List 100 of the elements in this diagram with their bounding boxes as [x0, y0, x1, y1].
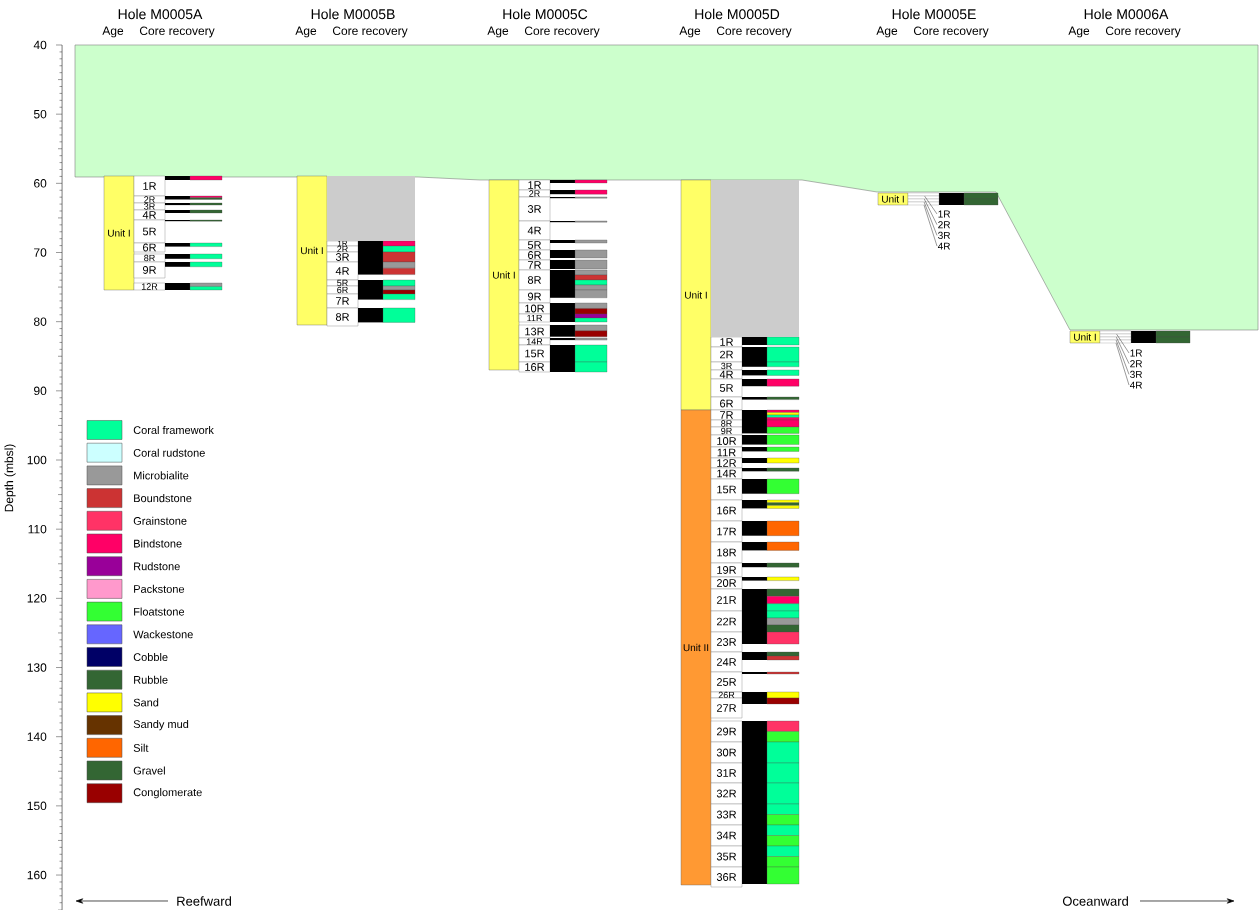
core-box — [1099, 333, 1132, 338]
column-heading: Core recovery — [913, 26, 989, 38]
legend-label: Floatstone — [134, 607, 185, 616]
core-box: 2R — [710, 346, 743, 363]
core-box: 5R — [710, 378, 743, 398]
core-box: 10R — [518, 302, 551, 315]
legend-label: Packstone — [134, 584, 185, 593]
column-heading: Age — [1068, 26, 1090, 38]
core-box — [907, 192, 940, 197]
core-box: 14R — [710, 467, 743, 480]
column-heading: Core recovery — [139, 26, 215, 38]
core-label: 1R — [1130, 349, 1143, 357]
axis-title: Depth (mbsl) — [4, 444, 16, 512]
core-label: 4R — [1129, 381, 1143, 389]
leader-line — [924, 195, 938, 215]
tick-label: 160 — [27, 870, 47, 880]
core-box: 18R — [710, 541, 743, 564]
leader-line — [924, 198, 938, 225]
core-box: 23R — [710, 631, 743, 653]
column-heading: Age — [487, 26, 509, 38]
unrecovered-interval — [711, 180, 799, 337]
core-box: 4R — [518, 220, 551, 241]
column-heading: Age — [295, 26, 317, 38]
legend-label: Boundstone — [134, 494, 192, 503]
core-box: 24R — [710, 651, 743, 673]
core-box: 11R — [710, 446, 743, 459]
legend-label: Microbialite — [134, 471, 189, 480]
core-box — [1099, 330, 1132, 335]
tick-label: 100 — [27, 455, 47, 465]
tick-label: 110 — [28, 524, 47, 534]
core-box: 21R — [710, 588, 743, 612]
core-box: 3R — [326, 251, 359, 263]
leader-line — [1115, 342, 1130, 386]
core-box: 32R — [710, 782, 743, 805]
unit-box: Unit I — [296, 175, 328, 326]
hole-title: Hole M0005D — [695, 8, 780, 20]
unit-box: Unit I — [488, 179, 520, 371]
legend-label: Silt — [133, 743, 149, 752]
core-box: 10R — [710, 434, 743, 448]
core-box: 4R — [133, 209, 166, 221]
tick-label: 140 — [27, 732, 47, 741]
tick-label: 150 — [27, 801, 47, 811]
core-label: 2R — [1130, 360, 1143, 368]
core-box: 34R — [710, 824, 743, 847]
tick-label: 40 — [33, 40, 47, 50]
core-box: 33R — [710, 803, 743, 826]
core-label: 4R — [937, 242, 951, 250]
core-box: 7R — [326, 293, 359, 309]
core-box — [907, 201, 940, 206]
core-box: 8R — [518, 269, 551, 291]
core-box: 7R — [710, 409, 743, 421]
hole-title: Hole M0005C — [503, 8, 588, 20]
unit-box: Unit I — [1069, 330, 1101, 344]
unit-box: Unit I — [103, 175, 135, 291]
core-box: 12R — [133, 282, 166, 291]
column-heading: Age — [679, 26, 701, 38]
legend-label: Sandy mud — [133, 719, 189, 731]
legend-label: Coral framework — [133, 425, 214, 435]
core-box: 13R — [518, 324, 551, 339]
core-box: 16R — [518, 361, 551, 373]
core-label: 3R — [938, 231, 951, 239]
legend-label: Bindstone — [134, 539, 182, 548]
column-heading: Age — [102, 26, 124, 38]
core-box: 9R — [133, 261, 166, 279]
column-heading: Core recovery — [524, 26, 600, 38]
hole-title: Hole M0005E — [892, 8, 976, 20]
legend-label: Sand — [133, 698, 159, 707]
legend-label: Rubble — [134, 675, 168, 684]
hole-title: Hole M0005B — [311, 8, 395, 20]
core-label: 3R — [1130, 370, 1143, 378]
legend-label: Coral rudstone — [133, 448, 205, 457]
column-heading: Core recovery — [332, 26, 408, 38]
tick-label: 80 — [33, 317, 47, 326]
tick-label: 70 — [34, 248, 47, 257]
direction-label: Reefward — [177, 896, 231, 906]
unit-box: Unit II — [680, 409, 712, 886]
leader-line — [923, 201, 938, 236]
hole-title: Hole M0006A — [1084, 8, 1169, 20]
core-box: 16R — [710, 499, 743, 522]
core-box: 15R — [710, 478, 743, 501]
hole-title: Hole M0005A — [118, 8, 203, 20]
leader-line — [1116, 336, 1130, 364]
core-box: 6R — [518, 249, 551, 261]
core-box: 30R — [710, 741, 743, 764]
core-box: 5R — [518, 239, 551, 251]
legend-label: Wackestone — [133, 630, 193, 639]
core-box: 22R — [710, 610, 743, 633]
core-box: 6R — [710, 396, 743, 411]
core-box: 1R — [518, 179, 551, 191]
legend-label: Rudstone — [134, 562, 180, 571]
core-box: 17R — [710, 520, 743, 543]
core-box: 7R — [518, 259, 551, 271]
core-box: 20R — [710, 576, 743, 590]
unit-box: Unit I — [680, 179, 712, 411]
tick-label: 130 — [27, 663, 47, 672]
core-box: 11R — [518, 313, 551, 323]
column-heading: Core recovery — [716, 26, 792, 38]
tick-label: 120 — [27, 594, 47, 603]
column-heading: Age — [876, 26, 898, 38]
leader-line — [1115, 339, 1130, 375]
